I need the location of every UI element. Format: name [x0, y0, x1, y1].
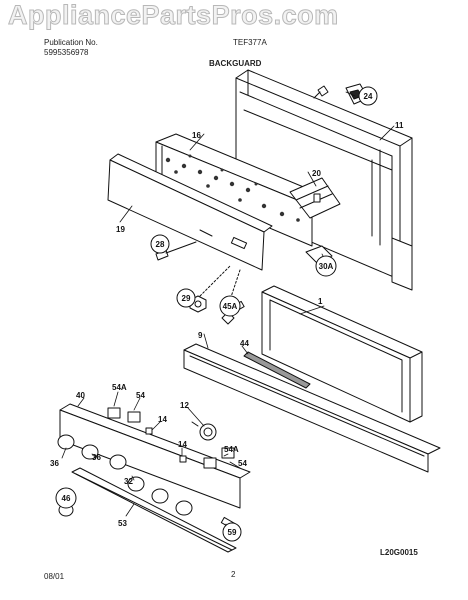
- publication-number: 5995356978: [44, 48, 89, 57]
- label-45a: 45A: [223, 302, 238, 311]
- label-14a: 14: [158, 415, 167, 424]
- label-40: 40: [76, 391, 85, 400]
- circled-callouts: 24 28 30A 29 45A 46 59: [55, 86, 378, 542]
- label-54a-left: 54A: [112, 383, 127, 392]
- label-36a: 36: [50, 459, 59, 468]
- label-54-right: 54: [238, 459, 247, 468]
- label-14b: 14: [178, 440, 187, 449]
- label-54-left: 54: [136, 391, 145, 400]
- label-54a-right: 54A: [224, 445, 239, 454]
- label-36b: 36: [92, 453, 101, 462]
- part-53-trim: [71, 467, 237, 553]
- part-1-inner-panel: [261, 285, 423, 423]
- part-14-clip: [145, 427, 187, 463]
- model-number: TEF377A: [233, 38, 267, 47]
- label-29: 29: [182, 294, 191, 303]
- part-9-lower-panel: [183, 343, 441, 473]
- label-11: 11: [395, 121, 404, 130]
- part-16-control-board: [155, 133, 331, 247]
- section-title: BACKGUARD: [209, 59, 262, 68]
- label-53: 53: [118, 519, 127, 528]
- part-19-control-panel: [107, 153, 273, 271]
- label-32: 32: [124, 477, 133, 486]
- footer-date: 08/01: [44, 572, 65, 581]
- label-12: 12: [180, 401, 189, 410]
- figure-code: L20G0015: [380, 548, 418, 557]
- callout-labels: 11 16 19 20 1 9 44 40 54A 54 14 12 14 54…: [50, 121, 404, 528]
- watermark: AppliancePartsPros.com: [8, 0, 339, 31]
- part-12-valve: [191, 421, 217, 441]
- part-54-switches-right: [203, 447, 235, 469]
- label-1: 1: [318, 297, 323, 306]
- part-44-trim-strip: [243, 351, 311, 389]
- part-20-bracket: [289, 177, 341, 219]
- knobs: [57, 434, 193, 516]
- label-24: 24: [364, 92, 373, 101]
- part-54-switches-left: [107, 407, 141, 423]
- label-20: 20: [312, 169, 321, 178]
- page-number: 2: [231, 570, 236, 579]
- part-40-control-panel: [59, 403, 251, 509]
- label-9: 9: [198, 331, 203, 340]
- label-30a: 30A: [319, 262, 334, 271]
- publication-label: Publication No.: [44, 38, 98, 47]
- label-19: 19: [116, 225, 125, 234]
- label-59: 59: [228, 528, 237, 537]
- label-46: 46: [62, 494, 71, 503]
- label-44: 44: [240, 339, 249, 348]
- label-28: 28: [156, 240, 165, 249]
- label-16: 16: [192, 131, 201, 140]
